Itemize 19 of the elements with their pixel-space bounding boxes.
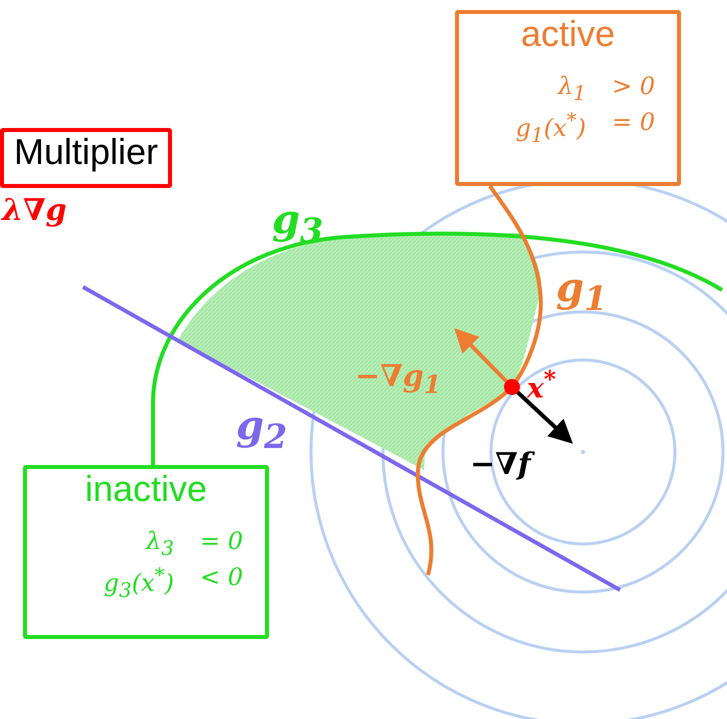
point-label: x$^{*}$ [527, 368, 556, 402]
box-title: inactive [84, 469, 208, 509]
condition-text: = 0 [200, 526, 243, 557]
curve-label: g$_{1}$ [556, 268, 608, 316]
condition-text: = 0 [612, 108, 655, 138]
text-box [23, 465, 269, 639]
condition-text: > 0 [612, 72, 655, 102]
condition-text: λ$_{1}$ [556, 72, 586, 104]
gradient-label: −∇g$_{1}$ [355, 362, 442, 397]
box-title: active [520, 14, 616, 54]
condition-text: g$_{3}$(x$^{*}$) [104, 563, 174, 602]
multiplier-formula: λ∇g [2, 196, 67, 226]
text-box [0, 128, 172, 188]
box-title: Multiplier [12, 132, 160, 172]
condition-text: g$_{1}$(x$^{*}$) [516, 108, 586, 148]
line-label: g$_{2}$ [236, 406, 288, 454]
condition-text: < 0 [200, 563, 243, 594]
text-box [455, 10, 681, 186]
condition-text: λ$_{3}$ [144, 526, 174, 560]
